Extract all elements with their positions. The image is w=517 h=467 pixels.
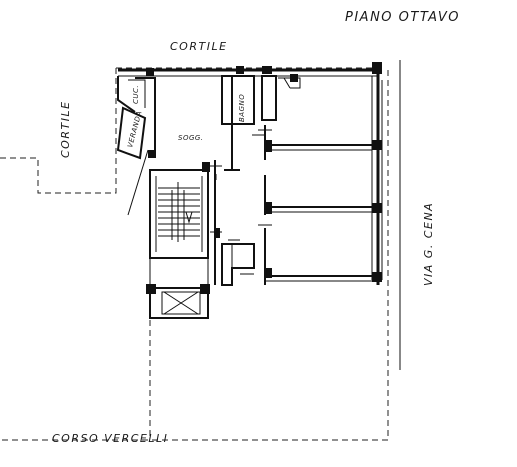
building-walls: [116, 68, 383, 319]
label-soggiorno: SOGG.: [178, 134, 204, 142]
label-corso-vercelli: CORSO VERCELLI: [52, 432, 168, 445]
label-bagno: BAGNO: [238, 94, 246, 122]
floor-title: PIANO OTTAVO: [345, 10, 460, 25]
property-boundary: [0, 67, 389, 441]
label-cortile-left: CORTILE: [59, 100, 72, 158]
label-cucina: CUC.: [132, 85, 140, 104]
stair-treads: [158, 182, 200, 242]
structural-pillars: [146, 62, 382, 294]
label-via-g-cena: VIA G. CENA: [422, 202, 435, 286]
label-cortile-top: CORTILE: [170, 40, 228, 53]
